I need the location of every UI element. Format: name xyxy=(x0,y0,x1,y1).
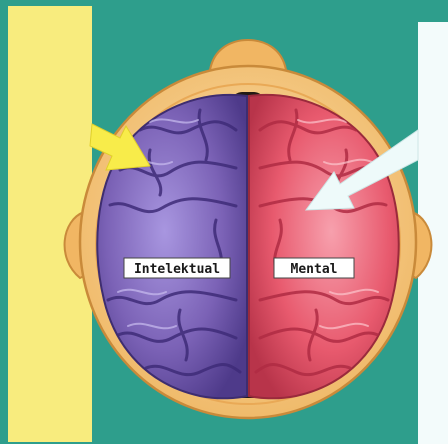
right-label-box: Mental xyxy=(274,258,354,278)
right-hemisphere-label: Mental xyxy=(291,262,338,277)
left-hemisphere-label: Intelektual xyxy=(134,262,220,277)
brain: Intelektual Mental xyxy=(97,92,398,398)
left-label-box: Intelektual xyxy=(124,258,230,278)
